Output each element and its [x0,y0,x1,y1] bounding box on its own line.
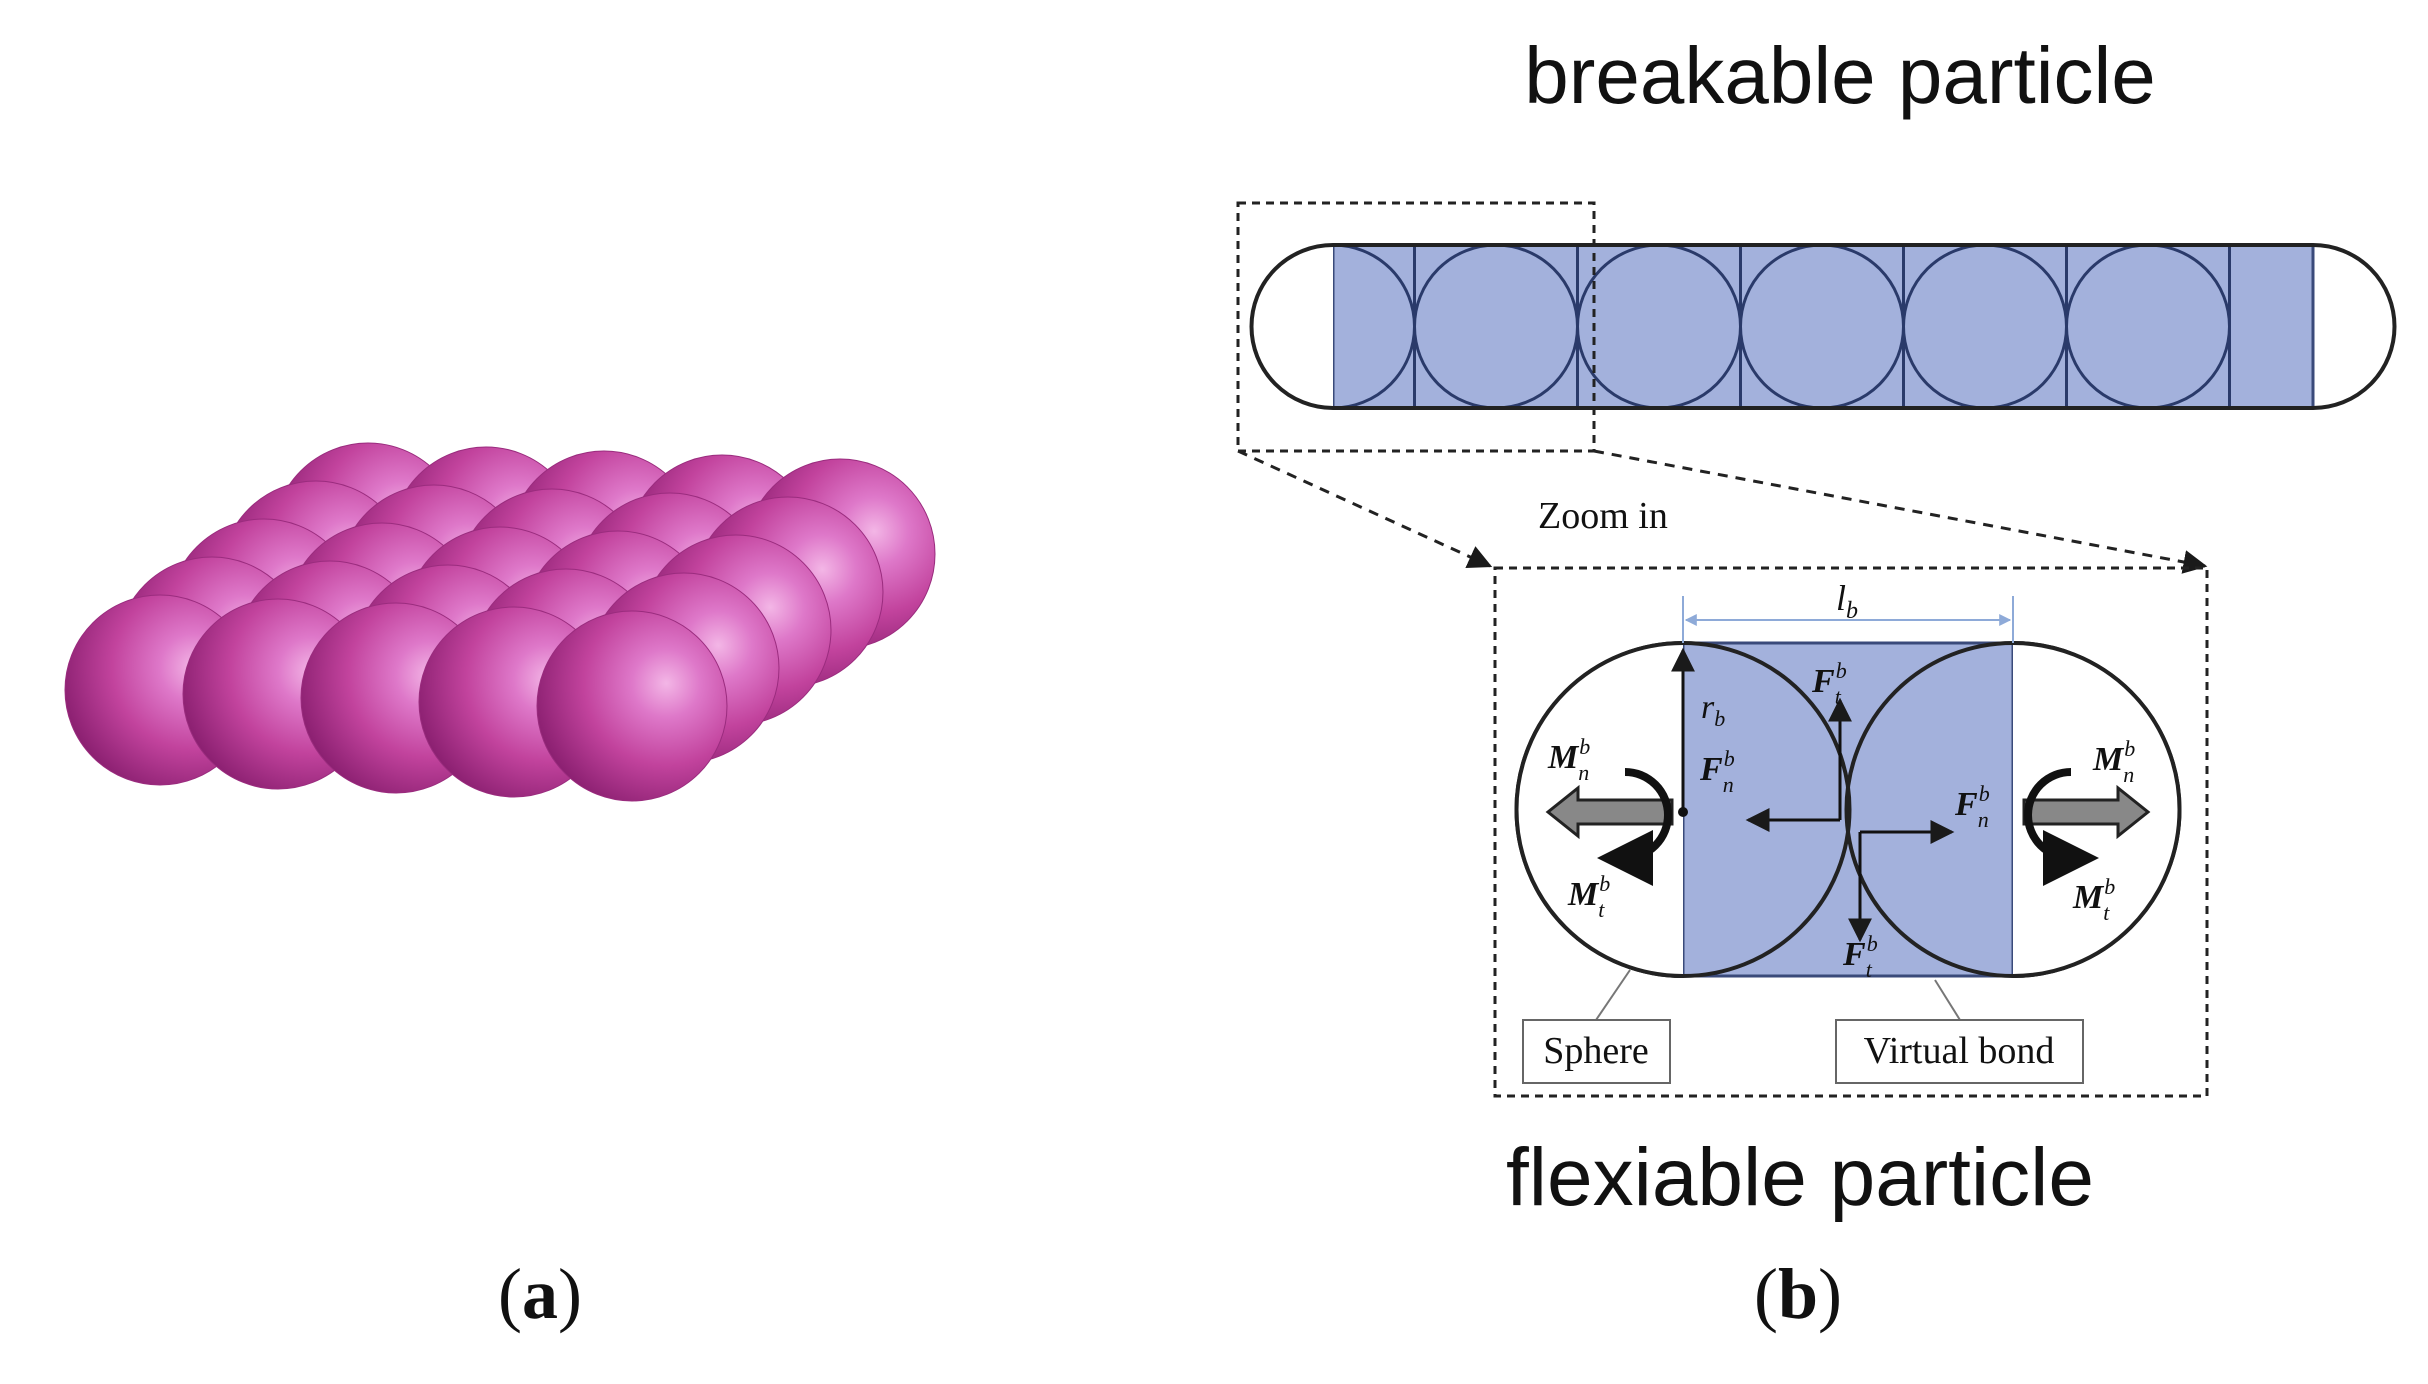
right-twist-arrow [2024,768,2099,886]
left-cap-fill [1251,245,1333,408]
left-twist-arrow [1597,768,1672,886]
right-normal-thick-arrow [2022,784,2151,840]
right-sphere-outline [2012,641,2182,978]
right-end-cap [2312,243,2397,410]
bond-band [1331,243,2315,410]
sphere-label-box [1522,1019,1671,1084]
virtual-bond-label: Virtual bond [1864,1030,2055,1072]
zoom-selection-box [1236,201,1596,453]
zoom-in-label: Zoom in [1538,495,1668,537]
breakable-particle [1249,243,2397,410]
bond-callout-line [1934,979,1961,1021]
sphere-callout-line [1595,969,1631,1021]
caption-b: (b) [1754,1254,1842,1334]
zoom-line-right [1593,449,2208,574]
caption-a: (a) [498,1254,582,1334]
particle-diagram: breakable particle Zoom in [1236,31,2397,1223]
rb-label: rb [1701,689,1725,731]
magenta-sphere [536,610,728,802]
sphere-cluster-illustration [64,442,936,802]
left-sphere-center [1678,807,1688,817]
bond-label-box [1835,1019,2084,1084]
breakable-particle-title: breakable particle [1524,31,2155,120]
zoom-line-left [1237,449,1493,568]
left-end-cap [1249,243,1334,410]
sphere-label: Sphere [1543,1030,1649,1072]
zoom-frame [1493,566,2209,1098]
left-sphere-outline [1514,641,1684,978]
lb-label: lb [1836,578,1858,624]
flexiable-particle-title: flexiable particle [1506,1132,2094,1223]
left-normal-thick-arrow [1545,784,1674,840]
